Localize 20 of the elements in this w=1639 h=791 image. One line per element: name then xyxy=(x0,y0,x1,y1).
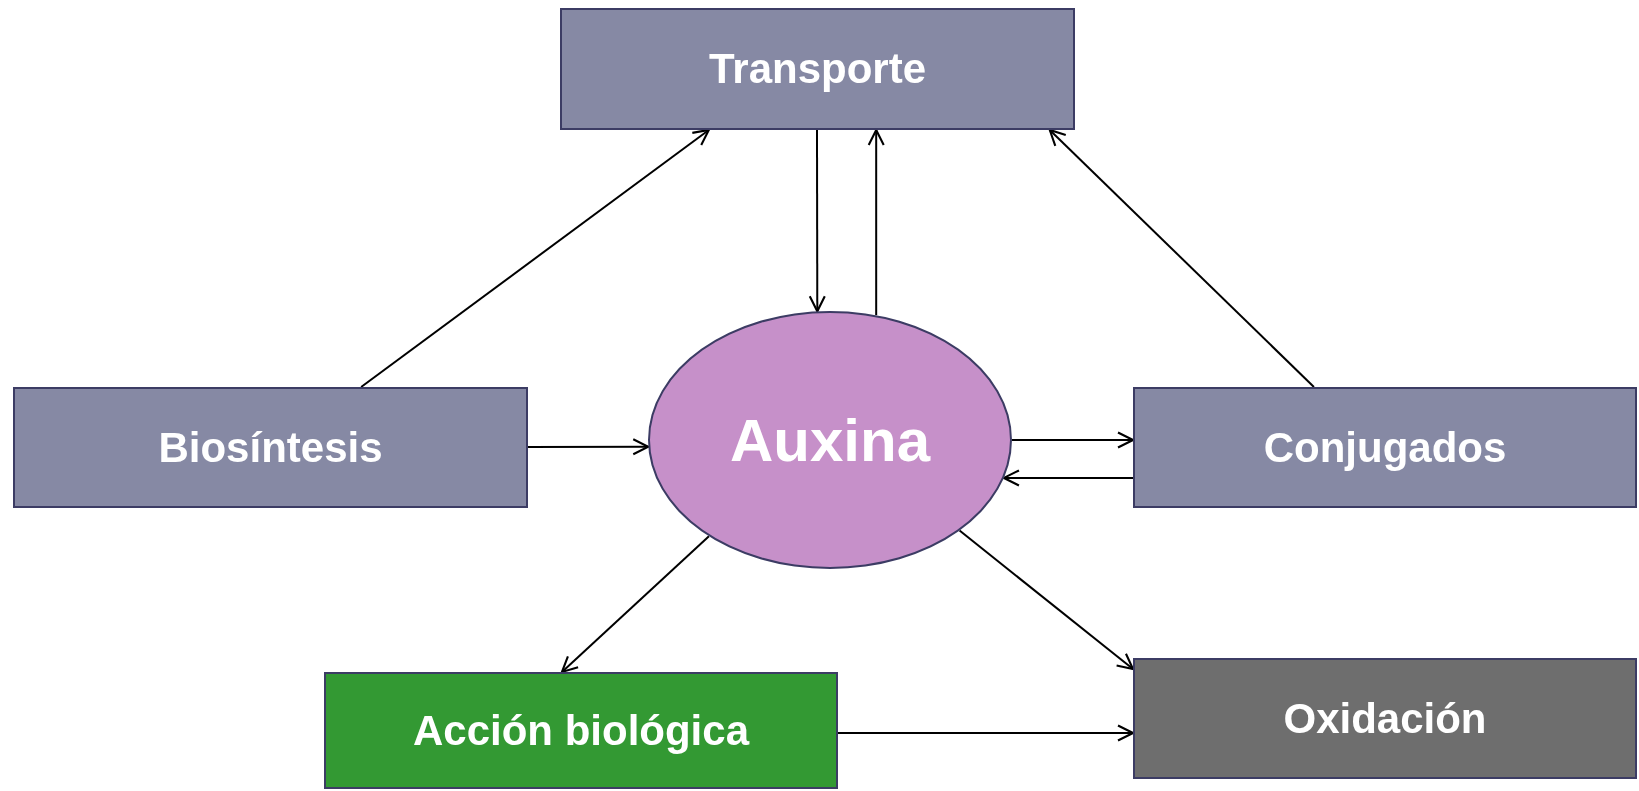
arrow xyxy=(808,129,826,313)
process-box xyxy=(1133,387,1637,508)
arrow xyxy=(1011,431,1135,449)
process-box xyxy=(13,387,528,508)
arrow xyxy=(527,438,650,456)
arrow xyxy=(1048,128,1315,388)
node-label: Oxidación xyxy=(1283,694,1487,743)
arrow xyxy=(360,128,710,388)
arrow xyxy=(867,128,885,317)
arrow xyxy=(560,535,710,674)
arrow xyxy=(958,529,1135,671)
node-label: Conjugados xyxy=(1263,423,1507,472)
node-label: Auxina xyxy=(729,405,930,475)
node-label: Biosíntesis xyxy=(158,423,383,472)
node-label: Acción biológica xyxy=(412,706,749,755)
process-box xyxy=(324,672,838,789)
arrow xyxy=(837,724,1135,742)
process-box xyxy=(1133,658,1637,779)
node-label: Transporte xyxy=(708,45,927,93)
process-box xyxy=(560,8,1075,130)
